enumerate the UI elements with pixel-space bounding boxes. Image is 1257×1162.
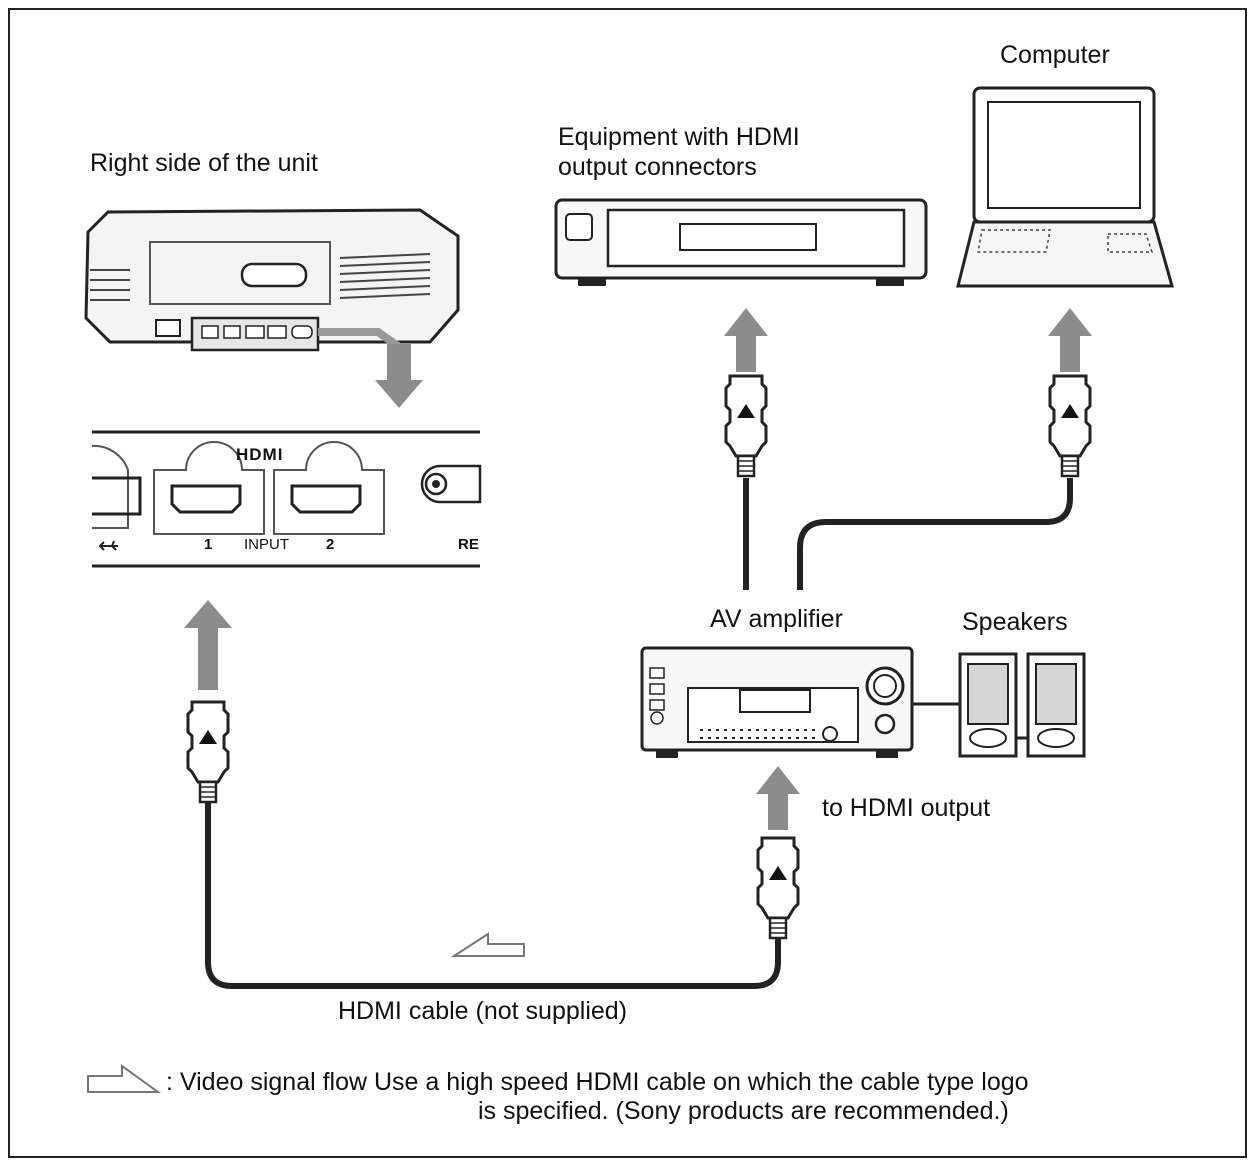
legend-arrow-icon — [87, 1064, 162, 1093]
hdmi-port-1-icon — [170, 484, 242, 514]
hdmi-plug-icon — [724, 374, 768, 478]
computer-label: Computer — [1000, 41, 1110, 69]
usb-icon — [98, 540, 118, 551]
av-amplifier — [640, 646, 914, 758]
cable-projector-to-amplifier — [205, 802, 781, 989]
right-side-label: Right side of the unit — [90, 149, 318, 177]
hdmi-panel — [91, 430, 482, 568]
av-amplifier-label: AV amplifier — [710, 605, 843, 633]
speakers-label: Speakers — [962, 608, 1068, 636]
to-hdmi-output-label: to HDMI output — [822, 794, 991, 822]
arrow-up-icon — [724, 308, 768, 372]
legend-text-line2: is specified. (Sony products are recomme… — [478, 1097, 1009, 1125]
arrow-up-icon — [756, 766, 800, 830]
projector-arrow-down — [375, 344, 423, 408]
hdmi-plug-icon — [756, 836, 800, 940]
hdmi-equipment — [554, 198, 928, 286]
port-2-label: 2 — [326, 536, 335, 553]
signal-flow-arrow-icon — [450, 932, 525, 957]
arrow-up-icon — [184, 600, 232, 690]
input-label: INPUT — [244, 536, 289, 553]
hdmi-port-2-icon — [290, 484, 362, 514]
projector-unit — [84, 208, 460, 352]
hdmi-logo: HDMI — [236, 445, 284, 464]
equipment-label-line1: Equipment with HDMI — [558, 123, 800, 151]
arrow-up-icon — [1048, 308, 1092, 372]
port-1-label: 1 — [204, 536, 213, 553]
re-label: RE — [458, 536, 479, 553]
legend-text-line1: : Video signal flow Use a high speed HDM… — [166, 1068, 1029, 1096]
computer-laptop — [956, 86, 1174, 288]
diagram-frame — [8, 8, 1247, 1158]
cable-amplifier-to-computer — [797, 478, 1073, 590]
hdmi-plug-icon — [186, 700, 230, 804]
equipment-label-line2: output connectors — [558, 153, 757, 181]
hdmi-plug-icon — [1048, 374, 1092, 478]
speakers — [912, 652, 1086, 758]
hdmi-cable-label: HDMI cable (not supplied) — [338, 997, 628, 1025]
